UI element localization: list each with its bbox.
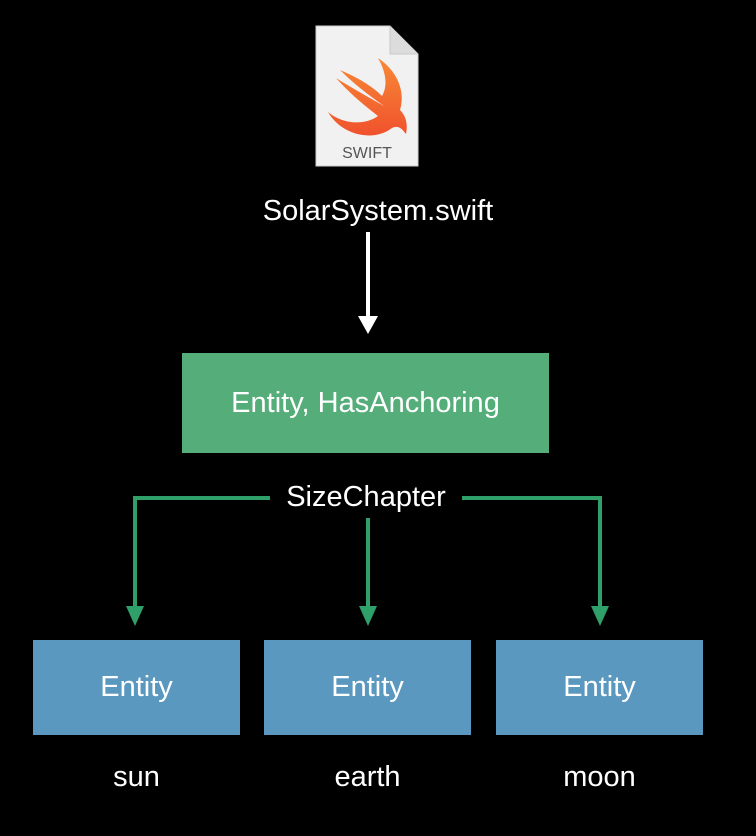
swift-file-icon: SWIFT — [312, 24, 420, 168]
arrowhead-earth — [359, 606, 377, 626]
file-name-label: SolarSystem.swift — [262, 195, 494, 227]
root-entity-box: Entity, HasAnchoring — [182, 353, 549, 453]
file-badge-text: SWIFT — [342, 145, 392, 162]
relation-connectors — [133, 496, 602, 608]
file-to-root-arrow — [358, 232, 378, 334]
arrowhead-sun — [126, 606, 144, 626]
child-entity-label: Entity — [100, 671, 173, 703]
child-name-sun: sun — [113, 761, 160, 793]
relation-label: SizeChapter — [270, 478, 462, 516]
arrowhead-moon — [591, 606, 609, 626]
child-entity-box-moon: Entity — [496, 640, 703, 735]
child-name-earth: earth — [334, 761, 401, 793]
child-entity-label: Entity — [563, 671, 636, 703]
child-entity-label: Entity — [331, 671, 404, 703]
child-entity-box-earth: Entity — [264, 640, 471, 735]
root-entity-label: Entity, HasAnchoring — [231, 386, 500, 419]
child-name-moon: moon — [563, 761, 636, 793]
child-entity-box-sun: Entity — [33, 640, 240, 735]
relation-arrowheads — [126, 606, 609, 626]
